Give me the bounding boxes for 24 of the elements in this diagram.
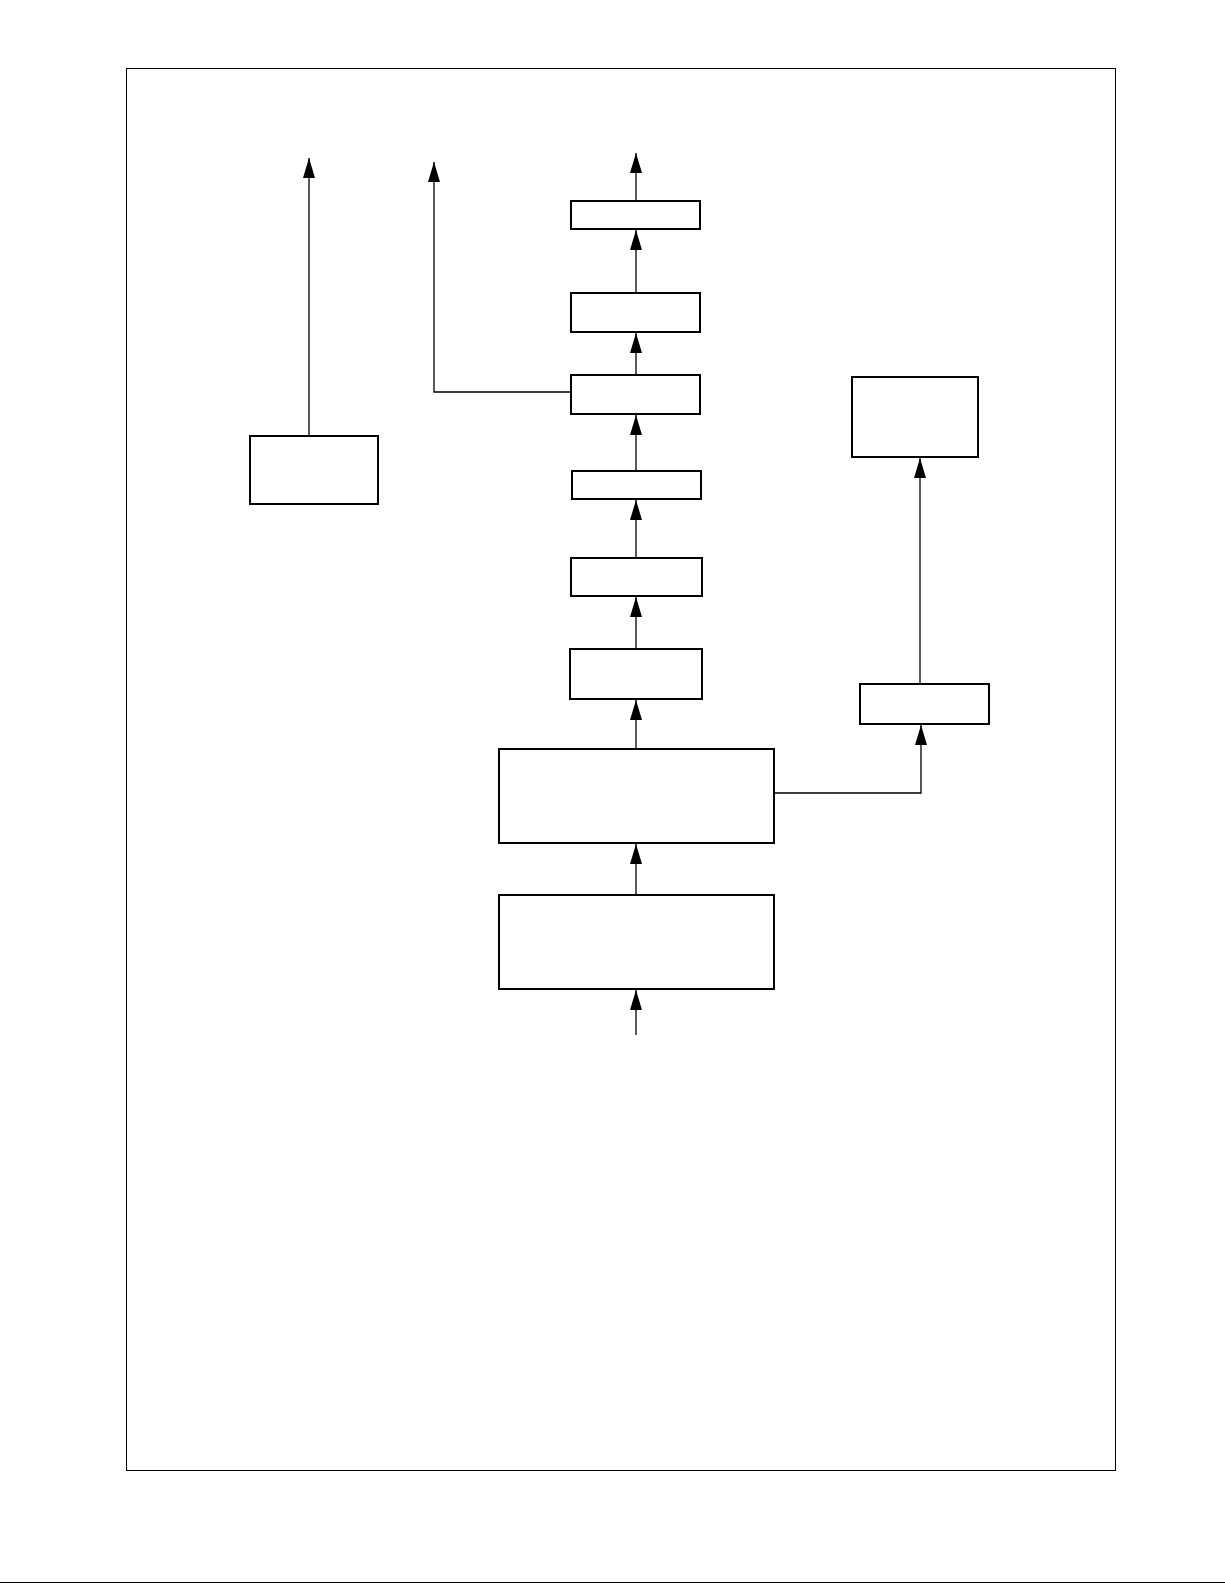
arrow <box>630 414 642 471</box>
arrow <box>630 843 642 895</box>
process-box <box>859 683 990 725</box>
process-box <box>570 374 701 415</box>
arrow <box>630 596 642 649</box>
arrow <box>630 699 642 749</box>
arrow <box>630 499 642 558</box>
process-box <box>498 894 775 990</box>
arrow <box>303 157 315 436</box>
arrow <box>630 332 642 375</box>
process-box <box>570 292 701 333</box>
arrow <box>630 989 642 1036</box>
arrow <box>914 457 926 684</box>
arrow <box>630 152 642 201</box>
process-box <box>498 748 775 844</box>
arrow <box>774 724 927 794</box>
process-box <box>249 435 379 505</box>
arrow <box>630 229 642 293</box>
process-box <box>570 557 703 597</box>
process-box <box>570 200 701 230</box>
process-box <box>851 376 979 458</box>
process-box <box>569 648 703 700</box>
arrow <box>428 161 571 393</box>
process-box <box>571 470 702 500</box>
